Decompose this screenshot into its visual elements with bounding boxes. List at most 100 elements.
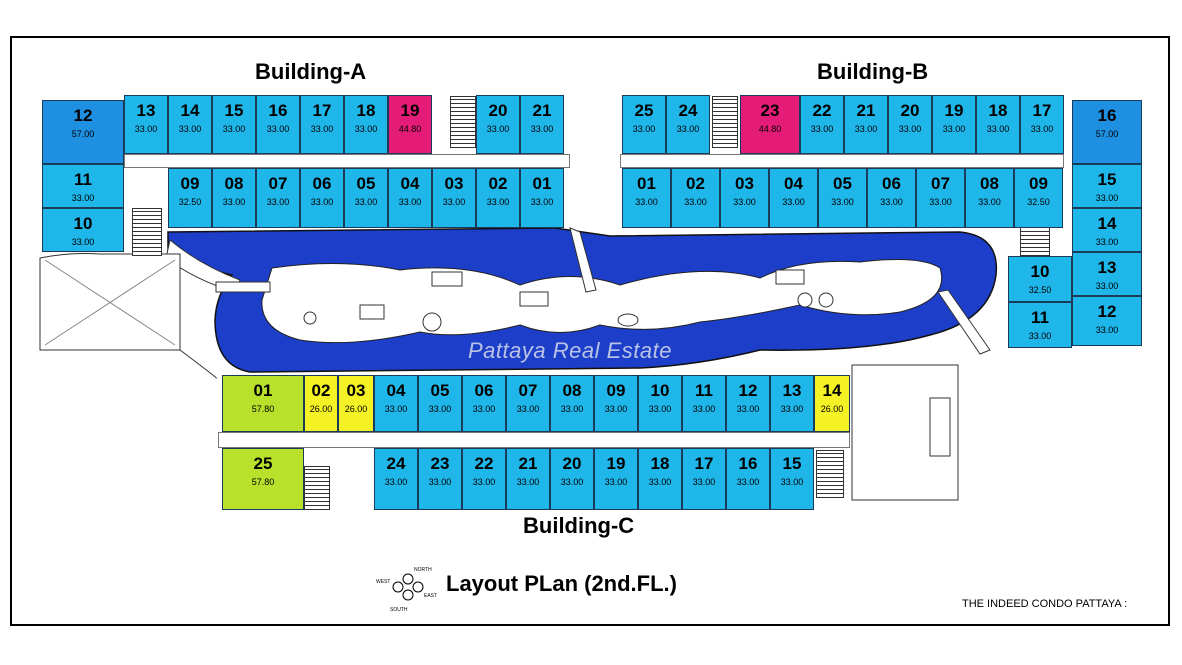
unit-area: 33.00 bbox=[692, 477, 716, 487]
unit-number: 09 bbox=[606, 381, 626, 400]
unit-area: 33.00 bbox=[516, 404, 540, 414]
unit-number: 03 bbox=[346, 381, 366, 400]
unit-number: 18 bbox=[650, 454, 670, 473]
unit-number: 06 bbox=[474, 381, 494, 400]
unit-number: 12 bbox=[73, 106, 93, 125]
unit-number: 08 bbox=[980, 174, 999, 193]
unit[interactable]: 24 33.00 bbox=[374, 448, 418, 510]
unit-number: 13 bbox=[1097, 258, 1117, 277]
unit-number: 04 bbox=[386, 381, 406, 400]
unit-area: 57.80 bbox=[251, 404, 275, 414]
unit-number: 25 bbox=[253, 454, 273, 473]
unit-area: 33.00 bbox=[684, 197, 707, 207]
stair-a-west bbox=[132, 208, 162, 256]
unit-number: 24 bbox=[386, 454, 406, 473]
unit-area: 33.00 bbox=[898, 124, 922, 134]
unit-area: 33.00 bbox=[384, 477, 408, 487]
unit-number: 09 bbox=[180, 174, 200, 193]
compass-south: SOUTH bbox=[390, 607, 408, 613]
unit-number: 17 bbox=[1032, 101, 1052, 120]
unit-area: 33.00 bbox=[310, 124, 334, 134]
unit-area: 33.00 bbox=[880, 197, 903, 207]
unit-area: 33.00 bbox=[1095, 325, 1119, 335]
unit-area: 33.00 bbox=[854, 124, 878, 134]
unit-number: 20 bbox=[488, 101, 508, 120]
unit-number: 16 bbox=[738, 454, 758, 473]
unit-area: 33.00 bbox=[1095, 281, 1119, 291]
unit[interactable]: 13 33.00 bbox=[1072, 252, 1142, 296]
unit-area: 33.00 bbox=[692, 404, 716, 414]
